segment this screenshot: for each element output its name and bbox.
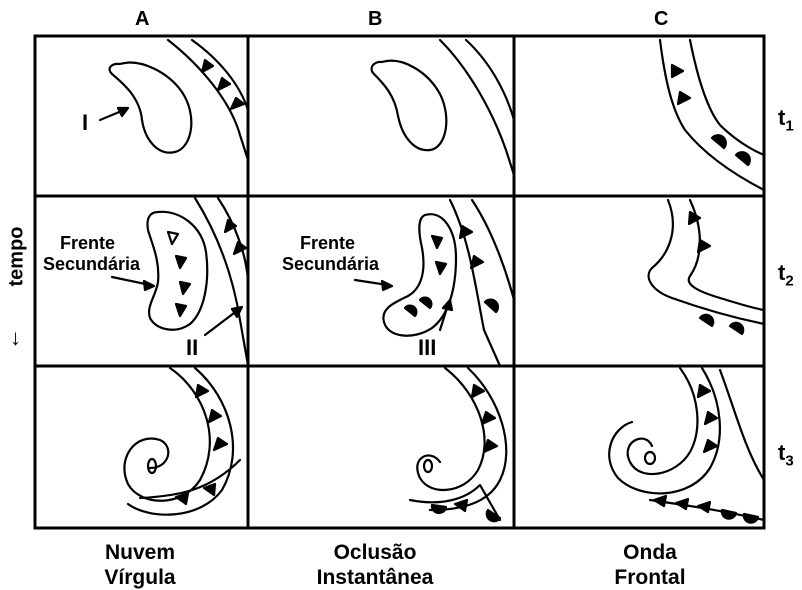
cold-front-symbol — [214, 438, 227, 450]
warm-front-symbol — [744, 514, 758, 523]
cold-front-symbol — [698, 240, 710, 252]
comma-spiral-c3-outer — [628, 368, 698, 474]
warm-front-symbol — [730, 323, 743, 334]
panel-c-t1 — [660, 40, 764, 190]
frontal-band-c1-outer — [660, 40, 764, 190]
caption-b-line2: Instantânea — [275, 565, 475, 590]
cold-front-symbol — [455, 500, 467, 511]
cold-front-symbol — [698, 385, 710, 397]
cold-front-symbol — [678, 92, 690, 104]
panel-a-t1 — [100, 40, 248, 160]
panel-a-t3 — [124, 368, 240, 515]
frontal-band-c2-inner — [689, 200, 764, 310]
cold-front-symbol — [180, 282, 190, 294]
label-feature-i: I — [82, 110, 88, 135]
arrow-ii — [205, 310, 238, 335]
caption-b-line1: Oclusão — [275, 540, 475, 565]
label-frente-b-line1: Frente — [300, 233, 355, 253]
cold-front-symbol — [472, 385, 484, 397]
caption-a-line2: Vírgula — [40, 565, 240, 590]
spiral-center — [424, 460, 432, 472]
panel-a-t2 — [112, 198, 248, 365]
cold-front-symbol — [209, 410, 221, 422]
cold-front-symbol — [676, 499, 688, 509]
caption-a: Nuvem Vírgula — [40, 540, 240, 590]
frontal-band-a2-inner — [218, 198, 248, 280]
panel-b-t1 — [372, 40, 514, 175]
warm-front-symbol — [420, 298, 431, 308]
spiral-center — [645, 452, 655, 464]
cold-front-symbol — [705, 412, 717, 424]
caption-c-line2: Frontal — [550, 565, 750, 590]
warm-front-symbol — [487, 510, 500, 521]
warm-front-symbol — [712, 135, 726, 148]
warm-front-symbol — [485, 300, 498, 312]
cold-front-symbol — [460, 226, 472, 238]
caption-c-line1: Onda — [550, 540, 750, 565]
label-feature-ii: II — [186, 335, 198, 360]
frontal-band-b2-inner — [472, 200, 514, 300]
frontal-band-b2-outer — [450, 200, 500, 366]
cold-front-symbol — [202, 60, 213, 72]
cold-front-symbol — [654, 496, 666, 506]
frontal-line-c3-b — [720, 370, 764, 480]
cold-front-symbol — [234, 242, 246, 254]
frontal-band-a2-outer — [195, 198, 248, 365]
warm-front-symbol — [405, 306, 416, 316]
cold-front-symbol — [218, 78, 230, 90]
cold-front-symbol — [471, 256, 483, 268]
cold-front-symbol — [432, 236, 442, 248]
spiral-center — [148, 459, 156, 473]
warm-front-symbol — [700, 315, 713, 326]
comma-cloud-a2 — [147, 212, 207, 330]
comma-spiral-b3-inner — [430, 368, 506, 510]
cold-front-symbol — [672, 65, 683, 77]
warm-front-symbol — [722, 510, 736, 519]
cold-front-symbol — [436, 262, 446, 274]
cold-front-symbol — [698, 502, 710, 512]
cold-front-symbol — [482, 412, 495, 424]
cold-front-symbol — [176, 256, 186, 268]
frontal-band-c1-inner — [690, 40, 764, 155]
cold-front-symbol — [484, 440, 497, 452]
caption-b: Oclusão Instantânea — [275, 540, 475, 590]
label-frente-b-line2: Secundária — [282, 254, 380, 274]
caption-a-line1: Nuvem — [40, 540, 240, 565]
cold-front-symbol — [231, 98, 244, 109]
frontal-band-b1-inner — [466, 40, 514, 120]
panel-c-t3 — [609, 368, 764, 523]
label-frente-a-line1: Frente — [60, 233, 115, 253]
cold-front-symbol — [196, 385, 208, 397]
cold-front-symbol — [704, 440, 717, 452]
warm-front-symbol — [736, 152, 750, 165]
cold-front-symbol — [168, 232, 178, 244]
caption-c: Onda Frontal — [550, 540, 750, 590]
panel-b-t3 — [410, 368, 506, 521]
panel-c-t2 — [649, 200, 764, 334]
warm-front-symbol — [432, 505, 446, 513]
comma-cloud-b1 — [372, 61, 447, 150]
frontal-band-b1-outer — [440, 40, 514, 175]
label-feature-iii: III — [418, 335, 436, 360]
label-frente-a-line2: Secundária — [43, 254, 141, 274]
cold-front-symbol — [176, 304, 186, 316]
